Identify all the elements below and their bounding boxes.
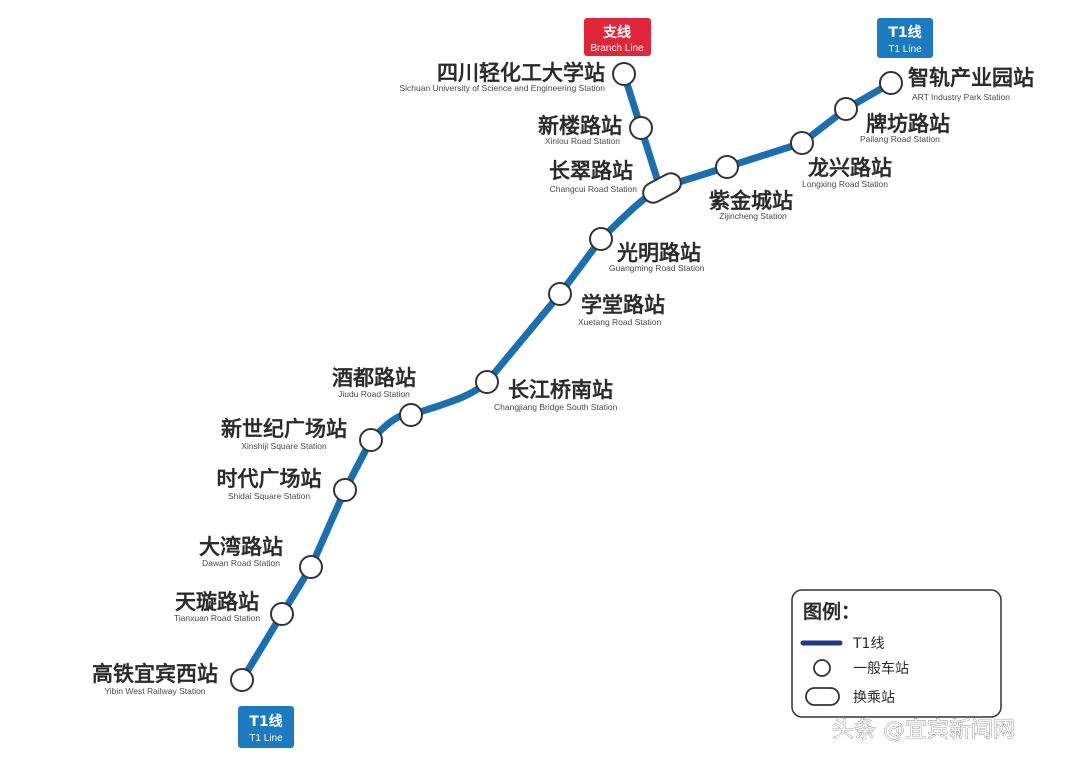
svg-text:Guangming Road Station: Guangming Road Station [609,263,705,273]
svg-text:Jiudu Road Station: Jiudu Road Station [338,389,410,399]
svg-text:紫金城站: 紫金城站 [709,189,793,213]
legend-title: 图例： [803,600,860,623]
t1-bottom-tag-en: T1 Line [249,733,283,744]
svg-text:Yibin West Railway Station: Yibin West Railway Station [104,686,205,696]
station-marker-pailang-road[interactable] [834,97,858,121]
branch-tag-en: Branch Line [590,43,644,54]
station-label-yibin-west-railway: 高铁宜宾西站 Yibin West Railway Station [92,662,218,696]
legend: 图例： T1线 一般车站 换乘站 [791,589,1002,718]
svg-text:新楼路站: 新楼路站 [538,114,622,138]
station-marker-changcui-road[interactable] [640,170,685,206]
station-label-tianxuan-road: 天璇路站 Tianxuan Road Station [174,590,260,623]
svg-text:大湾路站: 大湾路站 [199,535,283,559]
station-label-dawan-road: 大湾路站 Dawan Road Station [199,535,283,568]
svg-text:Changjiang Bridge South Statio: Changjiang Bridge South Station [494,402,618,412]
station-marker-dawan-road[interactable] [299,555,323,579]
svg-text:Pailang Road Station: Pailang Road Station [860,134,940,144]
svg-text:高铁宜宾西站: 高铁宜宾西站 [92,662,218,686]
station-marker-guangming-road[interactable] [589,227,613,251]
station-label-art-industry-park: 智轨产业园站 ART Industry Park Station [908,66,1034,102]
station-marker-xinlou-road[interactable] [629,116,653,140]
svg-text:龙兴路站: 龙兴路站 [808,156,892,180]
watermark: 头条 @宜宾新闻网 [832,718,1015,743]
svg-text:Sichuan University of Science: Sichuan University of Science and Engine… [399,83,605,93]
station-marker-shidai-square[interactable] [333,478,357,502]
svg-text:牌坊路站: 牌坊路站 [866,112,950,136]
t1-line-tag-bottom: T1线 T1 Line [238,706,294,748]
svg-text:智轨产业园站: 智轨产业园站 [908,66,1034,90]
svg-text:Zijincheng Station: Zijincheng Station [719,211,787,221]
station-label-pailang-road: 牌坊路站 Pailang Road Station [860,112,950,144]
station-marker-yibin-west-railway[interactable] [230,668,254,692]
station-marker-jiudu-road[interactable] [399,403,423,427]
svg-text:Xinlou Road Station: Xinlou Road Station [545,136,620,146]
station-marker-tianxuan-road[interactable] [270,602,294,626]
station-label-jiudu-road: 酒都路站 Jiudu Road Station [332,366,416,399]
branch-tag-cn: 支线 [602,24,631,41]
svg-text:Tianxuan Road Station: Tianxuan Road Station [174,613,260,623]
svg-text:四川轻化工大学站: 四川轻化工大学站 [437,61,605,85]
legend-item-interchange: 换乘站 [853,689,895,706]
station-label-changjiang-bridge-south: 长江桥南站 Changjiang Bridge South Station [494,378,618,412]
station-label-xinlou-road: 新楼路站 Xinlou Road Station [538,114,622,146]
legend-interchange-symbol [805,687,840,706]
legend-box [791,589,1002,718]
svg-text:Changcui Road Station: Changcui Road Station [550,184,638,194]
station-marker-longxing-road[interactable] [790,131,814,155]
svg-text:Xinshiji Square Station: Xinshiji Square Station [241,441,327,451]
station-marker-xuetang-road[interactable] [548,282,572,306]
t1-bottom-tag-cn: T1线 [249,713,282,730]
station-label-sichuan-university: 四川轻化工大学站 Sichuan University of Science a… [399,61,605,93]
t1-top-tag-cn: T1线 [888,24,921,41]
station-marker-xinshiji-square[interactable] [359,428,383,452]
station-label-longxing-road: 龙兴路站 Longxing Road Station [802,156,892,189]
station-marker-zijincheng[interactable] [715,155,739,179]
station-label-xuetang-road: 学堂路站 Xuetang Road Station [578,293,665,327]
station-label-changcui-road: 长翠路站 Changcui Road Station [549,159,637,194]
svg-text:光明路站: 光明路站 [616,241,701,265]
svg-text:Longxing Road Station: Longxing Road Station [802,179,888,189]
legend-station-symbol [813,659,831,677]
svg-text:Dawan Road Station: Dawan Road Station [202,558,280,568]
svg-text:时代广场站: 时代广场站 [217,467,322,491]
station-label-xinshiji-square: 新世纪广场站 Xinshiji Square Station [221,417,347,451]
legend-item-line: T1线 [852,636,884,652]
station-marker-art-industry-park[interactable] [879,71,903,95]
svg-text:学堂路站: 学堂路站 [581,293,665,317]
svg-text:酒都路站: 酒都路站 [332,366,416,390]
svg-text:新世纪广场站: 新世纪广场站 [221,417,347,441]
svg-text:天璇路站: 天璇路站 [175,590,259,614]
station-marker-sichuan-university[interactable] [612,62,636,86]
t1-line-tag-top: T1线 T1 Line [877,18,933,58]
svg-text:长翠路站: 长翠路站 [549,159,633,183]
svg-text:ART Industry Park Station: ART Industry Park Station [912,92,1010,102]
svg-text:Shidai Square Station: Shidai Square Station [228,491,310,501]
t1-top-tag-en: T1 Line [888,44,922,55]
svg-text:长江桥南站: 长江桥南站 [508,378,613,402]
station-label-shidai-square: 时代广场站 Shidai Square Station [217,467,322,501]
station-marker-changjiang-bridge-south[interactable] [475,370,499,394]
svg-text:Xuetang Road Station: Xuetang Road Station [578,317,661,327]
station-label-zijincheng: 紫金城站 Zijincheng Station [709,189,793,221]
branch-line-tag: 支线 Branch Line [584,18,651,56]
legend-item-station: 一般车站 [853,660,909,677]
station-label-guangming-road: 光明路站 Guangming Road Station [609,241,705,273]
